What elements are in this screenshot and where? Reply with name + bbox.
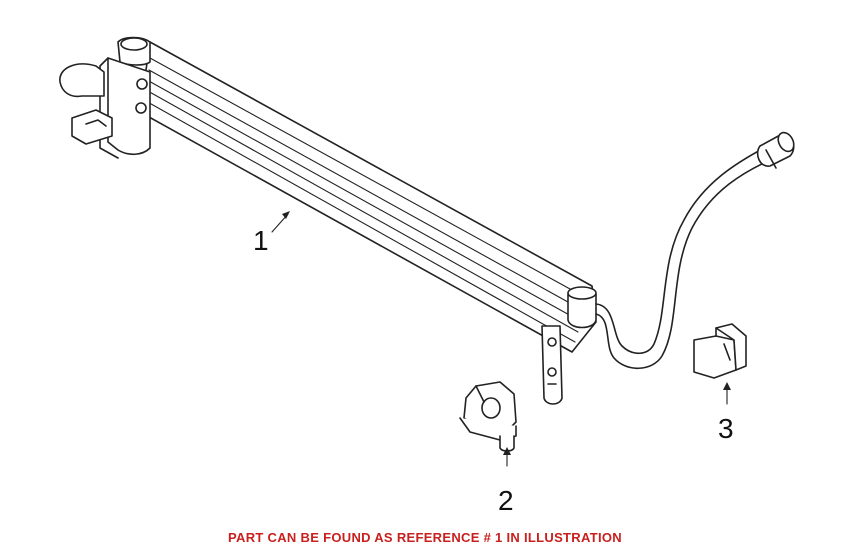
- part-1-oil-cooler: [59, 36, 795, 405]
- callout-2: 2: [498, 485, 514, 516]
- callout-1: 1: [253, 225, 269, 256]
- callout-3: 3: [718, 413, 734, 444]
- part-3-clip: [693, 323, 747, 379]
- callout-leaders: [271, 211, 731, 467]
- part-2-mount-bracket: [459, 381, 517, 452]
- reference-caption: PART CAN BE FOUND AS REFERENCE # 1 IN IL…: [228, 530, 622, 545]
